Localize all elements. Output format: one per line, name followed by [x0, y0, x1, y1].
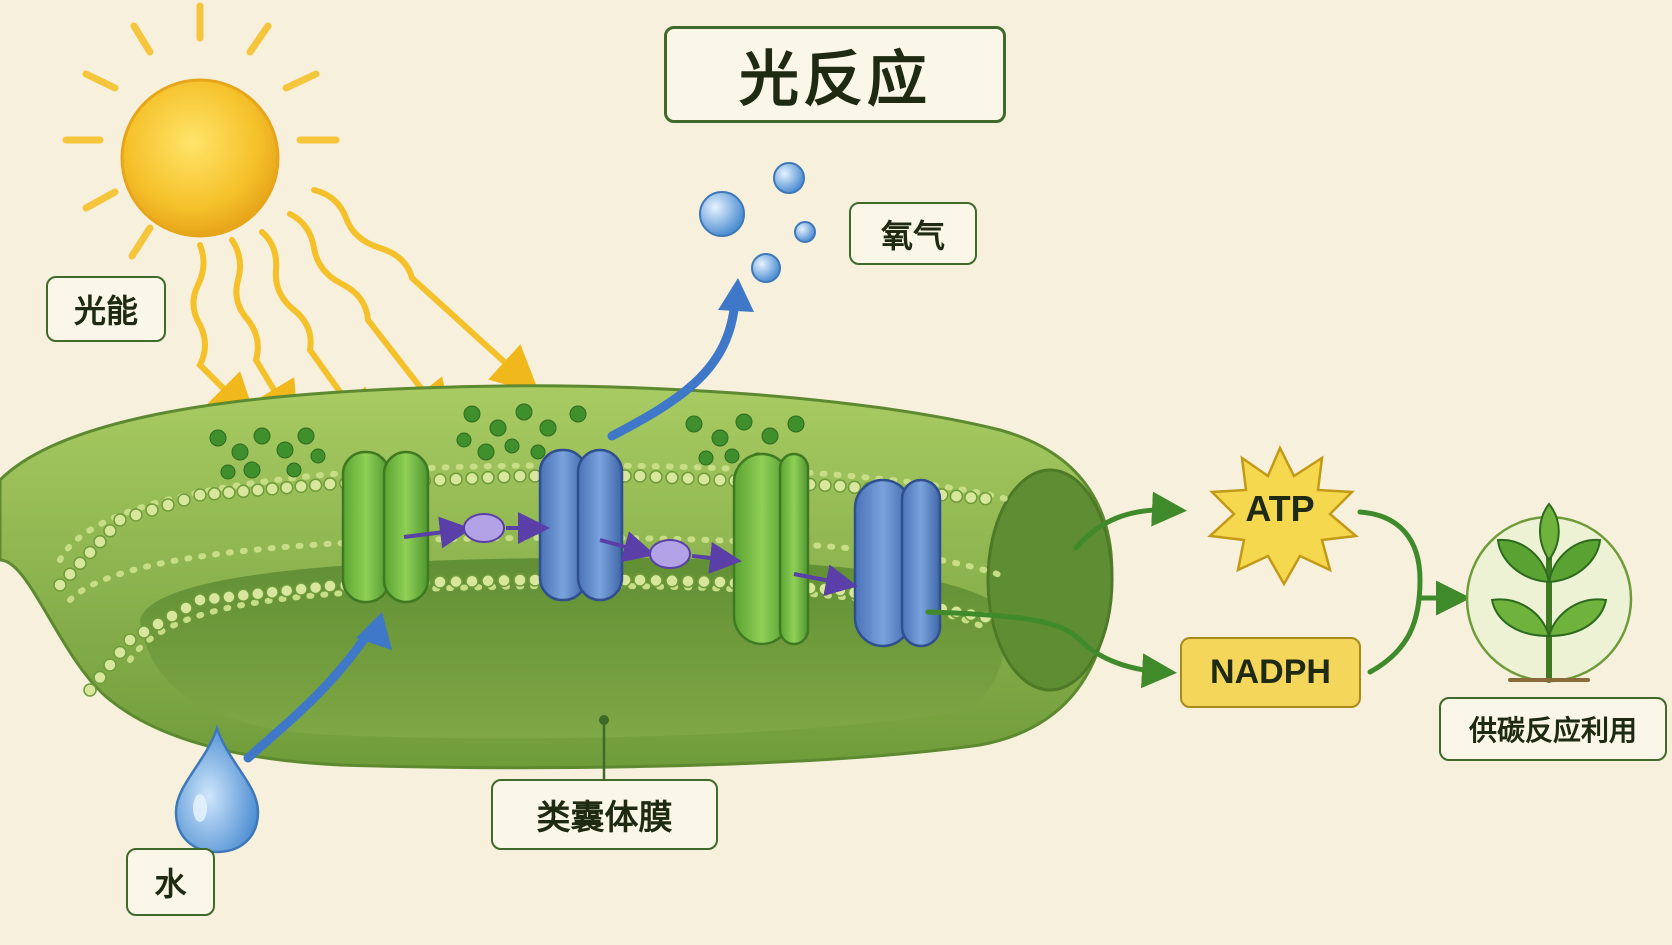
lipid-head: [449, 574, 463, 589]
lipid-head: [633, 573, 647, 587]
lipid-head: [179, 601, 193, 615]
light-energy-label: 光能: [46, 276, 166, 342]
lipid-head: [222, 485, 236, 500]
lipid-head: [207, 591, 222, 606]
lipid-head: [513, 573, 527, 587]
lipid-head: [193, 488, 207, 502]
lipid-head: [73, 556, 87, 571]
lipid-head: [83, 545, 97, 560]
lipid-head: [481, 574, 495, 588]
lipid-head: [633, 469, 647, 483]
lipid-head: [279, 583, 294, 598]
lipid-head: [165, 609, 179, 623]
lipid-head: [151, 617, 165, 631]
output-flow-arrows: [925, 491, 1471, 689]
oxygen-bubbles-icon: [699, 162, 816, 283]
lipid-head: [103, 524, 117, 538]
water-drop-icon: [174, 723, 260, 854]
lipid-head: [177, 493, 191, 507]
lipid-head: [294, 582, 308, 596]
lipid-head: [465, 471, 479, 486]
lipid-head: [681, 574, 695, 588]
lipid-head: [949, 489, 964, 503]
photosystem-ii: [341, 450, 430, 604]
lipid-head: [137, 625, 151, 639]
lipid-head: [681, 471, 695, 486]
lipid-head: [279, 480, 294, 495]
lipid-head: [497, 470, 511, 484]
lipid-head: [649, 573, 663, 588]
atp-label: ATP: [1245, 488, 1315, 529]
lipid-head: [265, 482, 279, 496]
lipid-head: [697, 472, 711, 486]
sun-icon: [62, 2, 340, 260]
lipid-head: [497, 573, 511, 588]
carbon-reaction-use-label: 供碳反应利用: [1439, 697, 1667, 761]
water-to-psii-arrow: [243, 612, 392, 763]
light-rays: [190, 187, 540, 440]
lipid-head: [847, 480, 862, 495]
diagram-title: 光反应: [664, 26, 1006, 123]
lipid-head: [308, 580, 323, 595]
lipid-head: [964, 490, 978, 505]
lipid-head: [103, 658, 117, 672]
lipid-head: [53, 578, 67, 592]
thylakoid-membrane-label: 类囊体膜: [491, 779, 718, 850]
lipid-head: [236, 588, 251, 603]
lipid-head: [713, 473, 727, 487]
lipid-head: [833, 583, 847, 597]
electron-carriers: [403, 512, 858, 596]
cytochrome-complex: [538, 448, 624, 602]
atp-starburst-icon: [1207, 445, 1360, 587]
lipid-head: [433, 575, 447, 589]
lipid-head: [833, 479, 847, 493]
lipid-head: [193, 593, 207, 607]
water-label: 水: [126, 848, 215, 916]
lipid-head: [449, 472, 463, 486]
lipid-head: [129, 508, 143, 522]
lipid-head: [222, 590, 236, 604]
lipid-head: [323, 477, 337, 491]
lipid-head: [145, 503, 159, 517]
lipid-head: [649, 470, 663, 484]
lipid-head: [161, 498, 175, 512]
oxygen-label: 氧气: [849, 202, 977, 265]
lipid-head: [481, 470, 495, 485]
lipid-head: [323, 579, 337, 593]
lipid-head: [433, 473, 447, 487]
lipid-head: [236, 484, 251, 499]
lipid-head: [113, 645, 127, 660]
lipid-head: [465, 574, 479, 588]
lipid-head: [818, 478, 832, 493]
lipid-head: [93, 670, 107, 685]
lipid-head: [665, 470, 679, 485]
nadph-label: NADPH: [1180, 637, 1361, 708]
lipid-head: [308, 478, 323, 492]
lipid-head: [978, 491, 993, 506]
membrane-pointer: [599, 715, 609, 779]
plant-sprout-icon: [1465, 502, 1633, 683]
lipid-head: [251, 483, 265, 497]
lipid-head: [697, 574, 711, 589]
photosystem-i: [732, 452, 810, 646]
lipid-head: [513, 469, 527, 483]
lipid-head: [665, 574, 679, 588]
lipid-head: [93, 534, 107, 549]
atp-synthase: [853, 478, 942, 648]
lipid-head: [265, 585, 279, 599]
lipid-head: [207, 487, 222, 501]
lipid-head: [123, 633, 137, 647]
lipid-head: [294, 479, 308, 494]
lipid-head: [63, 567, 77, 581]
oxygen-release-arrow: [607, 278, 754, 441]
lipid-head: [83, 683, 97, 697]
lipid-head: [713, 575, 727, 589]
lipid-head: [818, 582, 832, 596]
lipid-head: [251, 587, 265, 601]
lipid-head: [113, 513, 127, 527]
chlorophyll-granules: [209, 403, 805, 480]
